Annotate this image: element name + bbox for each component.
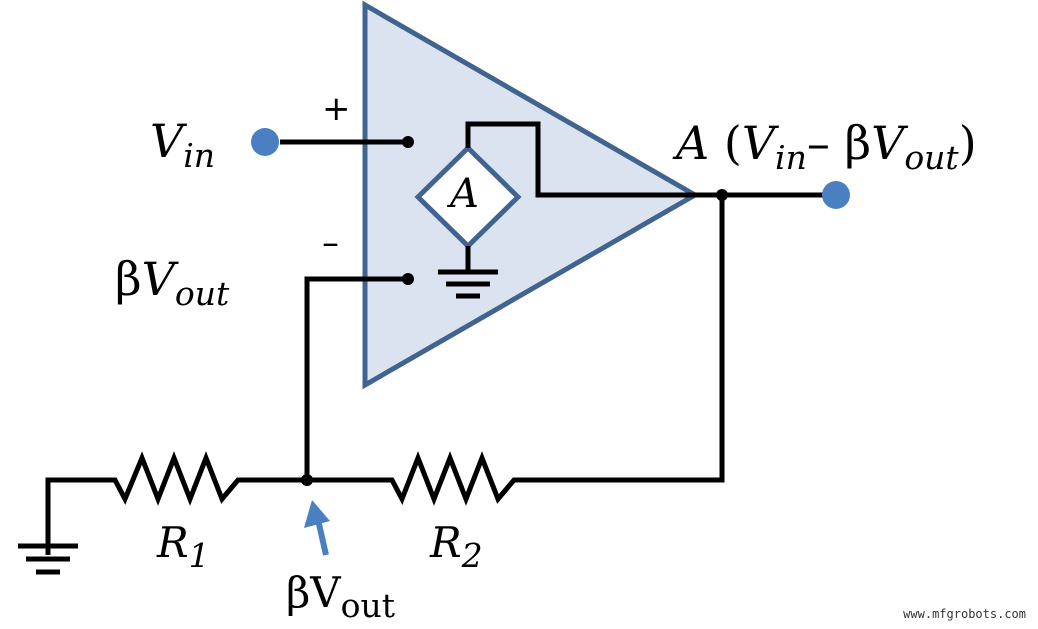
r2-symbol: R — [430, 518, 462, 567]
output-vin-symbol: V — [741, 116, 776, 170]
ground-icon — [18, 543, 78, 575]
feedback-node-dot — [301, 474, 313, 486]
vin-label: Vin — [150, 118, 215, 172]
feedback-subscript: out — [174, 274, 230, 313]
output-vout-subscript: out — [904, 138, 959, 177]
output-terminal — [822, 181, 850, 209]
feedback-beta: β — [115, 252, 142, 306]
output-expression: A (Vin– βVout) — [676, 120, 977, 174]
node-beta: β — [286, 568, 311, 617]
vin-input-dot — [402, 136, 414, 148]
r1-subscript: 1 — [188, 536, 210, 575]
minus-sign: – — [322, 223, 339, 263]
feedback-voltage-label: βVout — [115, 256, 229, 310]
inverting-input-dot — [402, 273, 414, 285]
inverting-input-wire — [304, 276, 408, 480]
node-subscript: out — [340, 586, 396, 625]
opamp-triangle — [362, 0, 701, 390]
r2-subscript: 2 — [461, 536, 483, 575]
output-minus-beta: – β — [806, 116, 872, 170]
r2-label: R2 — [430, 522, 483, 573]
vin-terminal — [251, 128, 279, 156]
r1-label: R1 — [157, 522, 210, 573]
output-close-paren: ) — [958, 116, 977, 170]
vin-subscript: in — [183, 136, 216, 175]
output-vin-subscript: in — [775, 138, 807, 177]
internal-ground-icon — [438, 269, 498, 299]
feedback-wire — [582, 195, 725, 483]
gain-source-label: A — [450, 171, 479, 217]
output-open-paren: ( — [723, 116, 742, 170]
vin-symbol: V — [150, 114, 184, 168]
node-v-symbol: V — [310, 568, 341, 617]
r1-symbol: R — [157, 518, 189, 567]
feedback-v-symbol: V — [141, 252, 175, 306]
node-voltage-label: βVout — [286, 572, 395, 623]
watermark: www.mfgrobots.com — [903, 607, 1026, 621]
arrow-icon — [304, 500, 330, 556]
source-output-wire — [465, 121, 695, 198]
r2-resistor — [307, 451, 582, 506]
plus-sign: + — [322, 89, 351, 129]
output-gain-symbol: A — [676, 116, 710, 170]
output-vout-symbol: V — [871, 116, 905, 170]
r1-resistor — [45, 451, 307, 555]
